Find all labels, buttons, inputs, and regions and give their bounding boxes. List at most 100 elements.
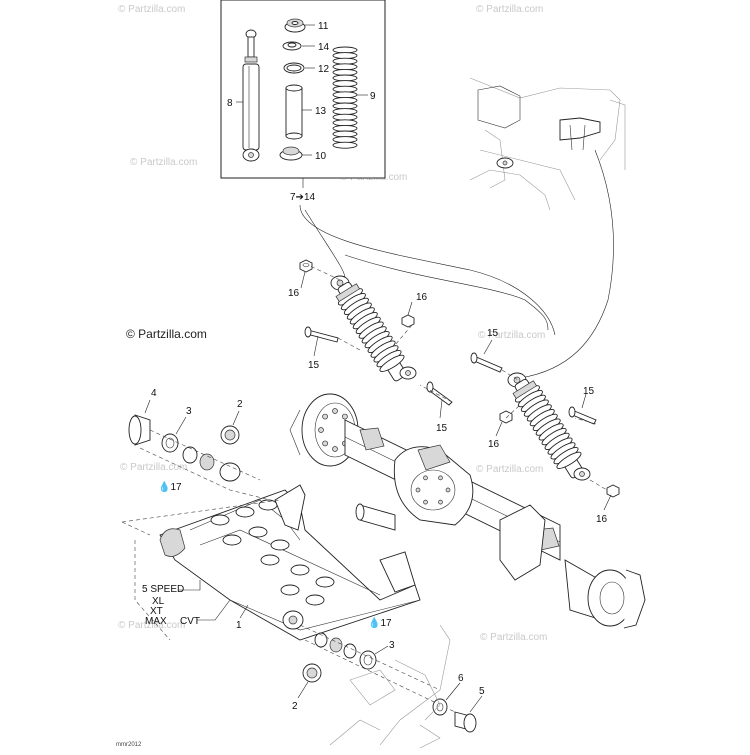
spring-coil xyxy=(332,85,358,93)
diff-bolt xyxy=(423,499,428,505)
callout-1: 1 xyxy=(236,620,242,631)
swingarm-hole xyxy=(305,594,325,606)
callout-13: 13 xyxy=(315,106,327,117)
watermark: © Partzilla.com xyxy=(476,4,543,15)
bearing-part-2 xyxy=(302,663,322,683)
swingarm-hole xyxy=(235,506,255,518)
variant-label: XL xyxy=(152,596,165,607)
spring-coil xyxy=(332,108,358,116)
spring-seat-part-11 xyxy=(284,18,306,33)
variant-label: CVT xyxy=(180,616,200,627)
bolt-part-15 xyxy=(470,352,503,373)
spring-coil xyxy=(332,57,358,65)
swingarm-hole xyxy=(270,539,290,551)
swingarm-hole xyxy=(210,514,230,526)
spring-coil xyxy=(332,96,358,104)
spring-coil xyxy=(332,130,358,138)
watermark: © Partzilla.com xyxy=(118,620,185,631)
diff-bolt xyxy=(423,475,428,481)
retaining-clip-part-14 xyxy=(282,41,302,51)
spring-coil xyxy=(332,52,358,60)
watermark: © Partzilla.com xyxy=(120,462,187,473)
spring-coil xyxy=(332,74,358,82)
callout-3: 3 xyxy=(186,406,192,417)
washer-part-6 xyxy=(432,698,448,716)
frame-detail-top-right xyxy=(469,77,626,211)
variant-label: XT xyxy=(150,606,163,617)
callout-4: 4 xyxy=(151,388,157,399)
variant-labels: 5 SPEED XL XT MAX CVT xyxy=(142,580,231,627)
hub-hole xyxy=(318,427,324,433)
spring-coil xyxy=(332,46,358,54)
callout-17: 💧17 xyxy=(368,616,392,629)
spring-coil xyxy=(332,102,358,110)
callout-2: 2 xyxy=(237,399,243,410)
callout-16: 16 xyxy=(596,514,608,525)
spring-coil xyxy=(332,124,358,132)
spring-coil xyxy=(332,91,358,99)
callout-17: 💧17 xyxy=(158,480,182,493)
rear-axle-assembly xyxy=(289,393,646,629)
spring-coil xyxy=(332,119,358,127)
swingarm-hole xyxy=(290,564,310,576)
shock-absorber-part-8 xyxy=(242,29,260,162)
diff-bolt xyxy=(438,499,443,505)
washer-part-3 xyxy=(161,433,179,453)
hub-hole xyxy=(342,413,348,420)
fasteners xyxy=(299,259,620,498)
callout-16: 16 xyxy=(288,288,300,299)
callouts-fasteners: 16 16 15 15 15 15 16 16 xyxy=(288,271,612,525)
spring-coil xyxy=(332,80,358,88)
variant-label: 5 SPEED xyxy=(142,584,184,595)
callout-9: 9 xyxy=(370,91,376,102)
bolt-part-15 xyxy=(568,406,597,425)
shock-coil xyxy=(556,451,582,469)
hub-hole xyxy=(332,408,338,414)
callout-15: 15 xyxy=(583,386,595,397)
swingarm-hole xyxy=(248,526,268,538)
pivot-bearing-stack-upper: 4 3 2 💧17 xyxy=(128,388,271,501)
swingarm-hole xyxy=(280,584,300,596)
diff-bolt xyxy=(445,487,451,493)
callout-6: 6 xyxy=(458,673,464,684)
watermark: © Partzilla.com xyxy=(478,330,545,341)
figure-code: mmr2012 xyxy=(116,742,142,748)
callout-10: 10 xyxy=(315,151,327,162)
swingarm-hole xyxy=(315,576,335,588)
callout-2: 2 xyxy=(292,701,298,712)
nut-part-16 xyxy=(499,410,513,424)
callout-15: 15 xyxy=(308,360,320,371)
frame-detail-bottom xyxy=(329,624,451,749)
callout-8: 8 xyxy=(227,98,233,109)
pivot-bearing-stack-lower: 💧17 3 2 6 5 xyxy=(292,616,485,733)
pivot-bolt-part-4 xyxy=(128,414,151,446)
spring-coil xyxy=(332,141,358,149)
spring-coil xyxy=(332,68,358,76)
bolt-part-15 xyxy=(426,381,453,406)
spring-coil xyxy=(332,63,358,71)
watermark: © Partzilla.com xyxy=(118,4,185,15)
drop-icon: 💧 xyxy=(368,616,380,629)
diff-bolt xyxy=(438,475,443,481)
callout-16: 16 xyxy=(416,292,428,303)
hub-hole xyxy=(332,446,338,452)
spring-seat-part-10 xyxy=(279,146,303,161)
callout-15: 15 xyxy=(487,328,499,339)
shock-collar xyxy=(512,380,538,400)
pivot-bolt-part-5 xyxy=(454,711,477,733)
hub-hole xyxy=(322,413,328,420)
shock-kit-inset: 11 14 12 13 10 9 8 xyxy=(220,0,386,179)
callout-12: 12 xyxy=(318,64,330,75)
callout-16: 16 xyxy=(488,439,500,450)
bolt-part-15 xyxy=(304,326,339,343)
callout-11: 11 xyxy=(318,21,329,32)
callout-range-7-14: 7➔14 xyxy=(290,192,316,203)
callout-14: 14 xyxy=(318,42,330,53)
coil-spring-part-9 xyxy=(332,46,358,149)
shock-coil xyxy=(379,354,405,372)
ring-part-12 xyxy=(283,62,305,74)
swing-arm-part-1 xyxy=(121,484,421,641)
drop-icon: 💧 xyxy=(158,480,170,493)
